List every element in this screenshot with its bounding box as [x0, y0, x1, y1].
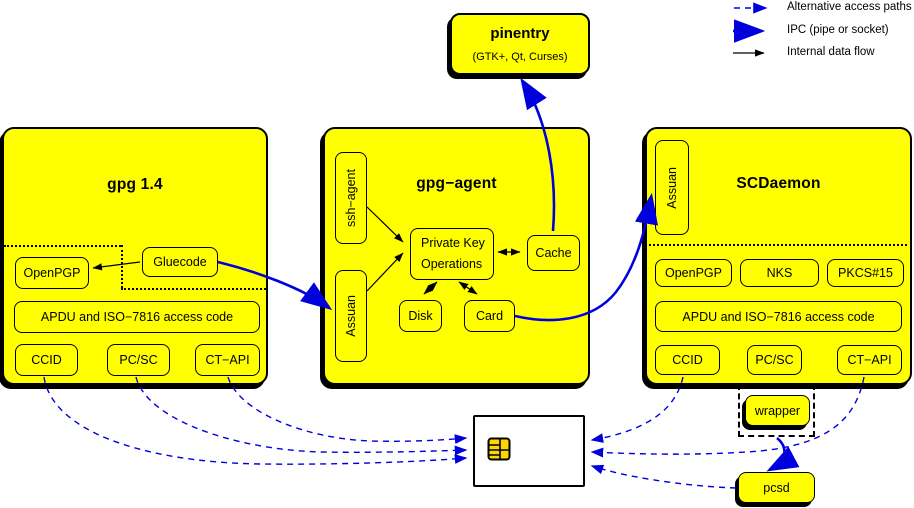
scdaemon-apdu-node: APDU and ISO−7816 access code [655, 301, 902, 332]
gpg-agent-disk-node: Disk [399, 300, 442, 332]
scdaemon-pcsc-node: PC/SC [747, 345, 802, 375]
gpg14-dotted-divider-top [4, 245, 121, 247]
gpg14-pcsc-node: PC/SC [107, 344, 170, 376]
scdaemon-ccid-node: CCID [655, 345, 720, 375]
scdaemon-container: SCDaemon Assuan OpenPGP NKS PKCS#15 APDU… [645, 127, 912, 385]
gpg14-container: gpg 1.4 OpenPGP Gluecode APDU and ISO−78… [2, 127, 268, 385]
scdaemon-dotted-divider [649, 244, 907, 246]
gpg-agent-assuan-node: Assuan [335, 270, 367, 362]
gpg14-dotted-divider-vert [121, 245, 123, 288]
scdaemon-assuan-node: Assuan [655, 140, 689, 235]
wrapper-node: wrapper [745, 395, 810, 426]
pinentry-title: pinentry [490, 25, 550, 42]
alt-gpg14-ctapi-to-card [227, 376, 468, 444]
legend-internal-label: Internal data flow [787, 46, 875, 58]
legend-alt-label: Alternative access paths [787, 1, 912, 13]
pinentry-subtitle: (GTK+, Qt, Curses) [472, 51, 568, 63]
alt-gpg14-pcsc-to-card [135, 376, 468, 456]
legend-ipc-label: IPC (pipe or socket) [787, 24, 889, 36]
gpg14-ctapi-node: CT−API [195, 344, 260, 376]
pcsd-node: pcsd [738, 472, 815, 503]
gpg14-apdu-node: APDU and ISO−7816 access code [14, 301, 260, 333]
alt-scdaemon-ccid-to-card [590, 376, 684, 443]
scdaemon-ctapi-node: CT−API [837, 345, 902, 375]
pinentry-container: pinentry (GTK+, Qt, Curses) [450, 13, 590, 75]
gpg-agent-title: gpg−agent [416, 175, 497, 192]
gpg14-dotted-divider-bottom [121, 288, 266, 290]
scdaemon-nks-node: NKS [740, 259, 819, 287]
gpg14-gluecode-node: Gluecode [142, 247, 218, 277]
gpg14-ccid-node: CCID [15, 344, 78, 376]
scdaemon-openpgp-node: OpenPGP [655, 259, 732, 287]
gpg-agent-ssh-agent-node: ssh−agent [335, 152, 367, 244]
gpg14-openpgp-node: OpenPGP [15, 257, 89, 289]
gpg-agent-cache-node: Cache [527, 235, 580, 271]
scdaemon-pkcs15-node: PKCS#15 [827, 259, 904, 287]
gpg-agent-private-key-operations-node: Private Key Operations [410, 228, 494, 280]
gpg-agent-card-node: Card [464, 300, 515, 332]
gpg-agent-container: gpg−agent ssh−agent Assuan Private Key O… [323, 127, 590, 385]
smartcard [473, 415, 585, 487]
scdaemon-title: SCDaemon [736, 175, 821, 192]
alt-scdaemon-ctapi-to-card [590, 376, 865, 458]
smartcard-chip-icon [487, 437, 511, 461]
alt-gpg14-ccid-to-card [43, 376, 468, 465]
gpg14-title: gpg 1.4 [107, 176, 163, 193]
ipc-wrapper-to-pcsd [766, 437, 800, 472]
alt-pcsd-to-card [590, 464, 737, 489]
